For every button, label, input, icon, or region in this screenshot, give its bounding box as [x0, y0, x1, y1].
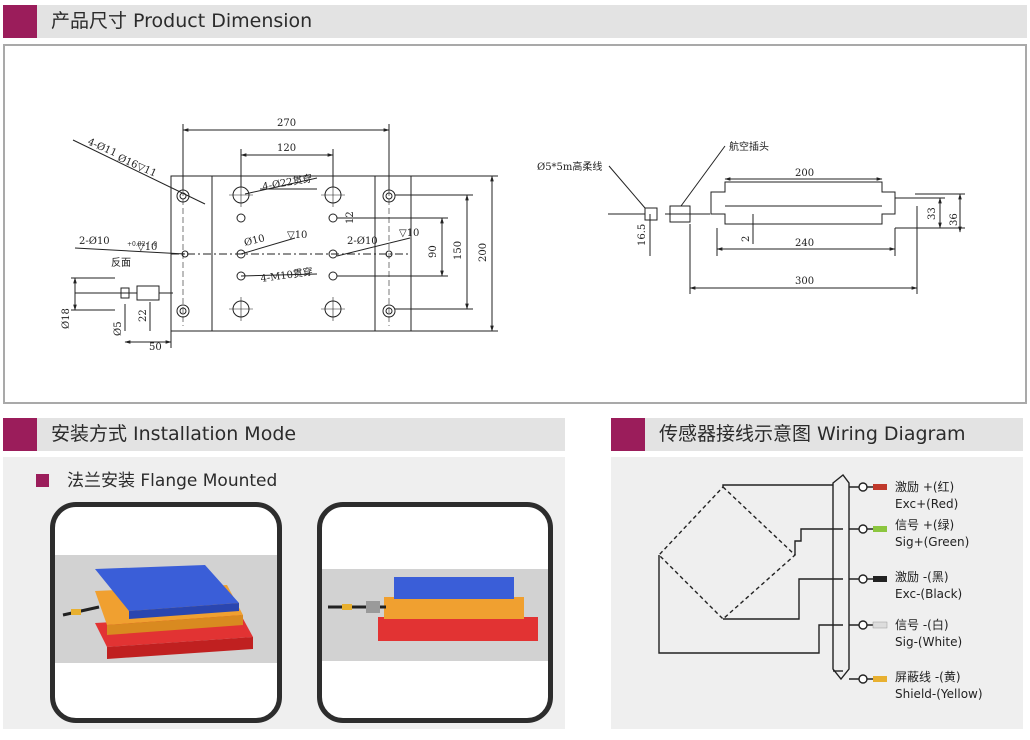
- label-cbore-16: Ø16▽11: [116, 153, 158, 180]
- section-header-dimension: 产品尺寸 Product Dimension: [3, 5, 1027, 38]
- wire-label-en: Exc-(Black): [895, 587, 963, 601]
- dim-50: 50: [149, 342, 162, 353]
- wire-tip-green: [873, 526, 887, 532]
- label-depth-10a: ▽10: [137, 242, 157, 253]
- sensor-render-angled: [55, 555, 277, 663]
- label-4-m10: 4-M10贯穿: [260, 265, 314, 285]
- dimension-drawing: 270 120 4-Ø11 Ø16▽11 4-Ø22贯穿 2-Ø10 +0.02…: [61, 118, 965, 353]
- section-title-wiring: 传感器接线示意图 Wiring Diagram: [659, 423, 966, 445]
- wire-tip-black: [873, 576, 887, 582]
- label-2-hole-10-right: 2-Ø10: [347, 236, 378, 247]
- dim-200-horizontal: 200: [795, 168, 814, 179]
- section-marker: [3, 418, 37, 451]
- dim-150: 150: [453, 241, 464, 260]
- label-2-hole-10-left: 2-Ø10: [79, 236, 110, 247]
- wire-label-en: Exc+(Red): [895, 497, 959, 511]
- installation-photo-1: [50, 502, 282, 723]
- wiring-diagram: [658, 474, 888, 684]
- wire-tip-red: [873, 484, 887, 490]
- wire-label-cn: 激励 -(黑): [895, 570, 949, 584]
- label-tolerance: +0.02 / -0: [127, 241, 157, 248]
- label-cable: Ø5*5m高柔线: [537, 160, 602, 173]
- dim-36: 36: [949, 213, 960, 226]
- dim-120: 120: [277, 143, 296, 154]
- sensor-render-side: [322, 569, 548, 661]
- dim-270: 270: [277, 118, 296, 129]
- dim-240: 240: [795, 238, 814, 249]
- dim-2: 2: [741, 236, 752, 242]
- wire-label-exc-plus: 激励 +(红) Exc+(Red): [895, 479, 958, 513]
- wire-label-en: Sig+(Green): [895, 535, 970, 549]
- wire-label-cn: 信号 +(绿): [895, 518, 955, 532]
- dim-18: Ø18: [61, 308, 72, 329]
- flange-mounted-label: 法兰安装 Flange Mounted: [67, 471, 278, 491]
- bullet-square: [36, 474, 49, 487]
- installation-photo-2: [317, 502, 553, 723]
- label-back-side: 反面: [111, 257, 131, 269]
- label-depth-10c: ▽10: [399, 228, 419, 239]
- label-connector: 航空插头: [729, 140, 769, 153]
- dim-300: 300: [795, 276, 814, 287]
- dim-12: 12: [345, 211, 356, 224]
- section-marker: [3, 5, 37, 38]
- dim-200-vertical: 200: [478, 243, 489, 262]
- wire-tip-yellow: [873, 676, 887, 682]
- dimension-drawing-panel: 270 120 4-Ø11 Ø16▽11 4-Ø22贯穿 2-Ø10 +0.02…: [3, 44, 1027, 404]
- section-header-wiring: 传感器接线示意图 Wiring Diagram: [611, 418, 1023, 451]
- wire-label-cn: 屏蔽线 -(黄): [895, 670, 961, 684]
- label-4-hole-22: 4-Ø22贯穿: [261, 171, 313, 193]
- wire-label-en: Sig-(White): [895, 635, 963, 649]
- wiring-panel: 激励 +(红) Exc+(Red) 信号 +(绿) Sig+(Green) 激励…: [611, 457, 1023, 729]
- dim-33: 33: [927, 207, 938, 220]
- wire-label-sig-minus: 信号 -(白) Sig-(White): [895, 617, 962, 651]
- wire-label-cn: 信号 -(白): [895, 618, 949, 632]
- dim-16-5: 16.5: [637, 224, 648, 246]
- wire-label-sig-plus: 信号 +(绿) Sig+(Green): [895, 517, 969, 551]
- label-center-10: Ø10: [243, 233, 266, 249]
- dim-22: 22: [138, 309, 149, 322]
- label-depth-10b: ▽10: [287, 230, 307, 241]
- label-4-hole-11: 4-Ø11: [86, 137, 118, 160]
- section-marker: [611, 418, 645, 451]
- wire-label-en: Shield-(Yellow): [895, 687, 983, 701]
- section-header-installation: 安装方式 Installation Mode: [3, 418, 565, 451]
- dim-5: Ø5: [113, 321, 124, 336]
- flange-mounted-heading: 法兰安装 Flange Mounted: [36, 466, 277, 491]
- wire-label-cn: 激励 +(红): [895, 480, 955, 494]
- wire-tip-white: [872, 621, 888, 629]
- section-title-installation: 安装方式 Installation Mode: [51, 423, 297, 445]
- dim-90: 90: [428, 245, 439, 258]
- wire-label-exc-minus: 激励 -(黑) Exc-(Black): [895, 569, 962, 603]
- wire-label-shield: 屏蔽线 -(黄) Shield-(Yellow): [895, 669, 983, 703]
- section-title-dimension: 产品尺寸 Product Dimension: [51, 10, 313, 32]
